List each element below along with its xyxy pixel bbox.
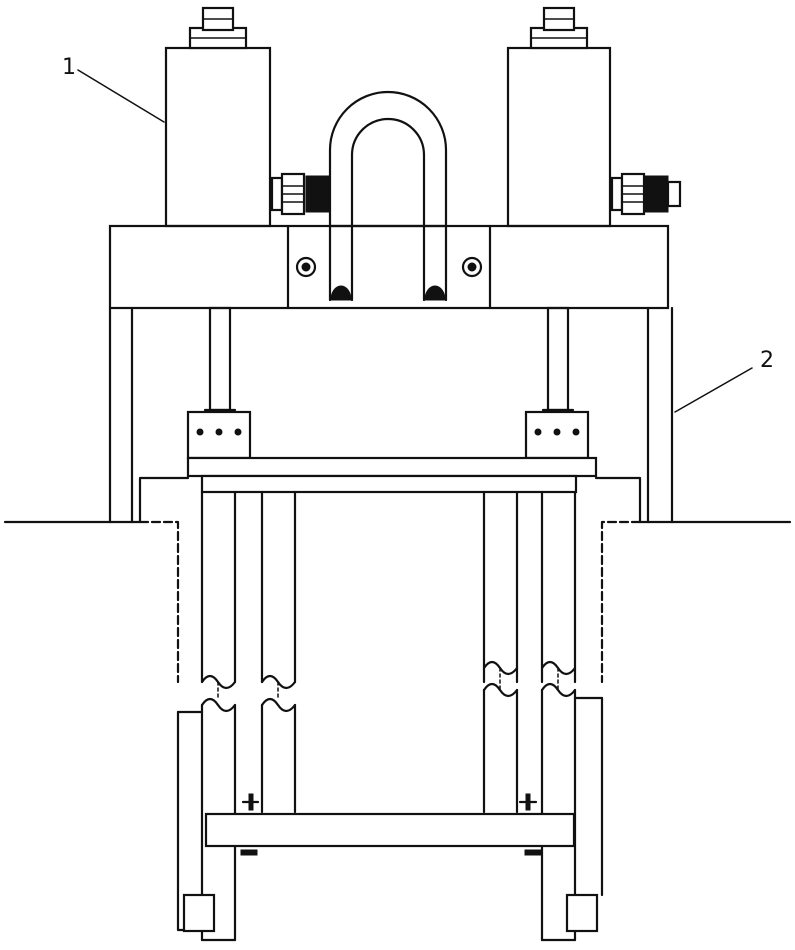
right-pin [518,793,542,856]
outer-frame-right-leg [646,306,674,524]
callout-2: 2 [674,348,774,413]
right-foot-block [565,893,599,933]
left-beam-bolt [295,256,317,278]
right-hose-fitting [610,172,682,216]
left-hose-fitting [270,172,331,216]
left-rod-end-block [186,410,252,460]
left-hydraulic-cylinder [164,6,272,228]
right-rod-end-block [524,410,590,460]
left-pin [240,793,260,856]
outer-frame-left-leg [108,306,134,524]
pit-outline [130,476,650,684]
bottom-cross-bar [204,812,576,848]
tube-break-marks [217,667,559,701]
left-foot-block [182,893,216,933]
right-hydraulic-cylinder [506,6,612,228]
lifting-plate [186,456,598,494]
lifting-handle [328,90,448,302]
callout-1: 1 [62,55,165,123]
left-piston-rod [203,306,237,412]
upper-tubes [200,490,577,690]
right-piston-rod [541,306,575,412]
top-cross-beam [108,224,670,310]
lower-tubes [200,682,577,942]
right-beam-bolt [461,256,483,278]
callout-label-2: 2 [760,348,774,373]
callout-label-1: 1 [62,55,76,80]
